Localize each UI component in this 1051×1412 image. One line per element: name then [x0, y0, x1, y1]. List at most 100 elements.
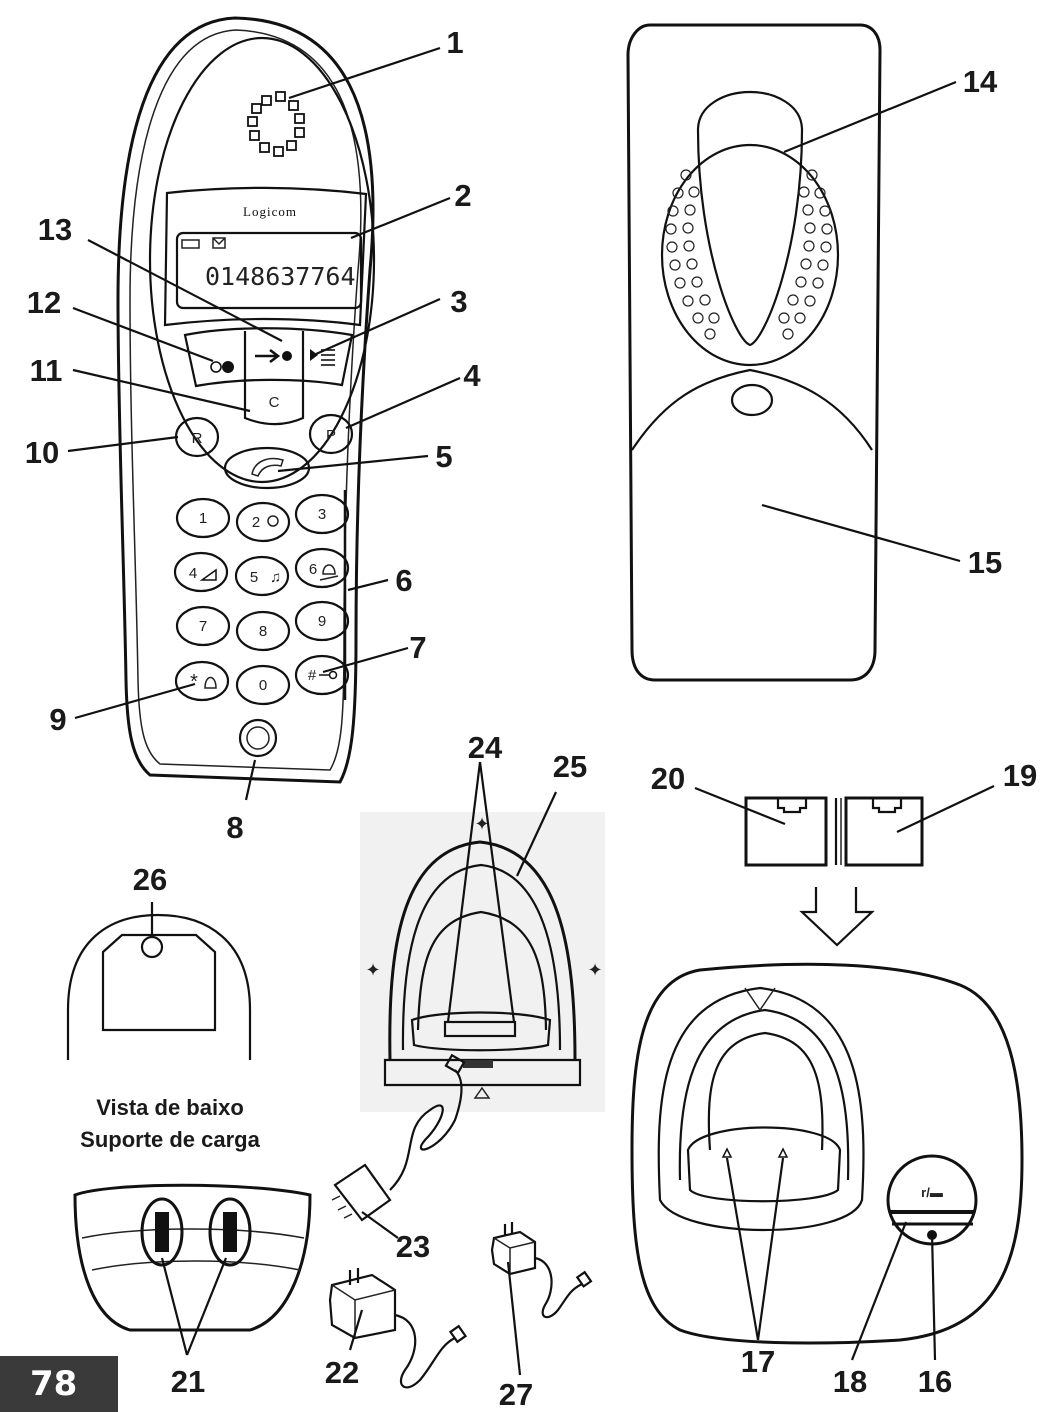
callout-8: 8: [226, 810, 243, 845]
key-4[interactable]: [173, 551, 229, 593]
callout-13: 13: [38, 212, 72, 247]
callout-9: 9: [49, 702, 66, 737]
callout-26: 26: [133, 862, 167, 897]
key-star[interactable]: [174, 660, 230, 702]
callout-3: 3: [450, 284, 467, 319]
speaker-grille: [660, 143, 840, 367]
caption-line-1: Vista de baixo: [96, 1095, 244, 1120]
base-station: r/▬: [630, 962, 1024, 1345]
charger-photo: ✦ ✦ ✦: [360, 812, 605, 1112]
svg-text:1: 1: [199, 510, 207, 527]
pause-key-label: P: [326, 427, 336, 444]
envelope-icon: [212, 237, 226, 249]
phone-jack-icon: [776, 798, 808, 814]
callout-7: 7: [409, 630, 426, 665]
key-1[interactable]: [175, 497, 231, 539]
callout-5: 5: [435, 439, 452, 474]
callout-23: 23: [396, 1229, 430, 1264]
adapter-23: [331, 1053, 466, 1222]
earpiece-icon: [247, 91, 305, 157]
charger-contacts: [443, 1020, 517, 1038]
svg-text:✦: ✦: [474, 814, 489, 834]
svg-text:3: 3: [318, 506, 326, 523]
bell-volume-icon: [319, 564, 339, 581]
charging-cup: [686, 1126, 842, 1203]
socket-panel: [744, 796, 924, 947]
svg-text:7: 7: [199, 618, 207, 635]
callout-20: 20: [651, 761, 685, 796]
key-2[interactable]: [235, 501, 291, 543]
caption-line-2: Suporte de carga: [80, 1127, 260, 1152]
arrow-dot-icon: [255, 348, 292, 364]
bell-icon: [204, 676, 217, 689]
contact-terminal-right: [223, 1212, 237, 1252]
callout-17: 17: [741, 1344, 775, 1379]
lcd-number: 0148637764: [205, 262, 356, 291]
adapter-27: [490, 1222, 593, 1319]
callout-4: 4: [463, 358, 481, 393]
leader-lines: [67, 46, 995, 1376]
pause-key[interactable]: [308, 413, 354, 455]
page-number-badge: 78: [0, 1356, 118, 1412]
charger-base: [383, 1058, 582, 1087]
svg-text:#: #: [308, 667, 317, 684]
callout-25: 25: [553, 749, 587, 784]
cradle-inner: [678, 1008, 850, 1181]
callout-21: 21: [171, 1364, 205, 1399]
belt-clip: [696, 90, 804, 347]
callout-24: 24: [468, 730, 503, 765]
key-lock-icon: [319, 670, 338, 680]
handset-front: Logicom 0148637764 C R P: [116, 16, 376, 784]
callout-18: 18: [833, 1364, 867, 1399]
callout-16: 16: [918, 1364, 952, 1399]
callout-12: 12: [27, 285, 61, 320]
callout-22: 22: [325, 1355, 359, 1390]
battery-contacts-view: [73, 1183, 312, 1332]
callout-numbers: 1 2 3 4 5 6 7 8 9 10 11 12 13 14 15 16 1…: [25, 25, 1037, 1412]
svg-text:0: 0: [259, 677, 267, 694]
key-5[interactable]: [234, 555, 290, 597]
key-7[interactable]: [175, 605, 231, 647]
microphone-icon: [238, 718, 278, 758]
back-outline: [626, 23, 882, 682]
contact-terminal-left: [155, 1212, 169, 1252]
callout-10: 10: [25, 435, 59, 470]
power-jack-icon: [871, 798, 903, 814]
key-0[interactable]: [235, 664, 291, 706]
volume-icon: [199, 568, 217, 581]
callout-27: 27: [499, 1377, 533, 1412]
key-6[interactable]: [294, 547, 350, 589]
key-8[interactable]: [235, 610, 291, 652]
speaker-holes: [665, 169, 833, 340]
svg-text:8: 8: [259, 623, 267, 640]
callout-1: 1: [446, 25, 463, 60]
intercom-icon: [210, 361, 234, 373]
softkey-row: [183, 327, 354, 388]
page-button-label: r/▬: [921, 1185, 943, 1200]
key-hash[interactable]: [294, 654, 350, 696]
svg-text:✦: ✦: [587, 960, 602, 980]
callout-6: 6: [395, 563, 412, 598]
bottom-plate: [101, 933, 217, 1032]
svg-text:2: 2: [252, 514, 260, 531]
display-panel: [163, 186, 368, 327]
clear-key[interactable]: [243, 382, 305, 426]
keypad: 1 2 3 4 5 ♫ 6 7 8 9 * 0: [173, 493, 350, 706]
down-arrow-icon: [799, 887, 875, 947]
key-3[interactable]: [294, 493, 350, 535]
key-9[interactable]: [294, 600, 350, 642]
svg-text:5: 5: [250, 569, 258, 586]
smiley-icon: [267, 515, 279, 527]
talk-handset-icon: [251, 457, 284, 477]
battery-icon: [181, 239, 200, 249]
cradle-outer: [657, 986, 865, 1231]
base-outline: [630, 962, 1024, 1345]
upper-face-oval: [148, 36, 376, 484]
svg-text:*: *: [190, 671, 198, 693]
music-note-icon: ♫: [270, 569, 281, 586]
svg-text:4: 4: [189, 565, 197, 582]
callout-2: 2: [454, 178, 471, 213]
svg-text:9: 9: [318, 613, 326, 630]
svg-text:✦: ✦: [365, 960, 380, 980]
